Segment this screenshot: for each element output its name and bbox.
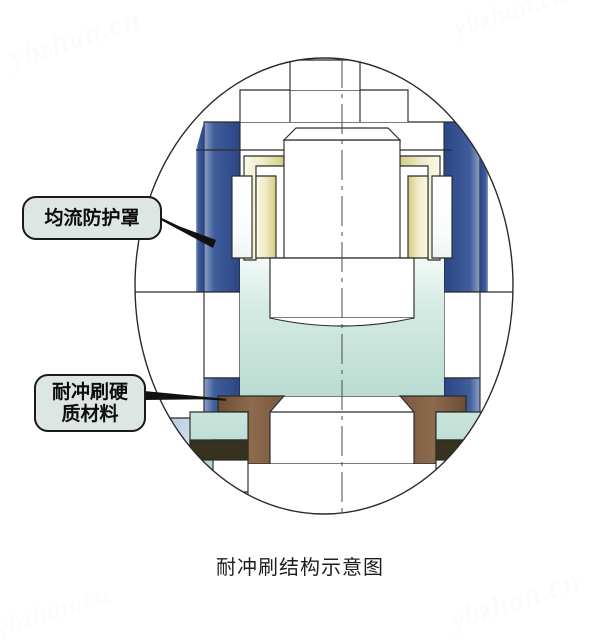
gasket-right-inner (407, 175, 429, 259)
body-circle-outline (134, 57, 514, 515)
guide-column-right-window (443, 291, 481, 379)
bonnet-cap (289, 59, 361, 90)
callout-uniform-flow-shroud: 均流防护罩 (22, 196, 162, 240)
olive-block-right (435, 439, 495, 461)
callout-material-label-line2: 质材料 (61, 403, 119, 426)
leader-arrow-material (144, 391, 228, 400)
retainer-right (431, 175, 453, 259)
callout-material-label-line1: 耐冲刷硬 (51, 381, 128, 403)
guide-column-right-taper (480, 122, 488, 292)
gasket-left-inner (255, 175, 277, 259)
guide-column-left-window (203, 291, 241, 379)
callout-shroud-label: 均流防护罩 (44, 206, 140, 229)
callout-erosion-resistant-material: 耐冲刷硬 质材料 (34, 374, 146, 432)
leader-arrow-shroud (157, 218, 216, 248)
retainer-left (231, 175, 253, 259)
guide-column-left-taper (196, 122, 204, 292)
bonnet-neck (239, 89, 409, 122)
figure-caption: 耐冲刷结构示意图 (216, 555, 384, 579)
